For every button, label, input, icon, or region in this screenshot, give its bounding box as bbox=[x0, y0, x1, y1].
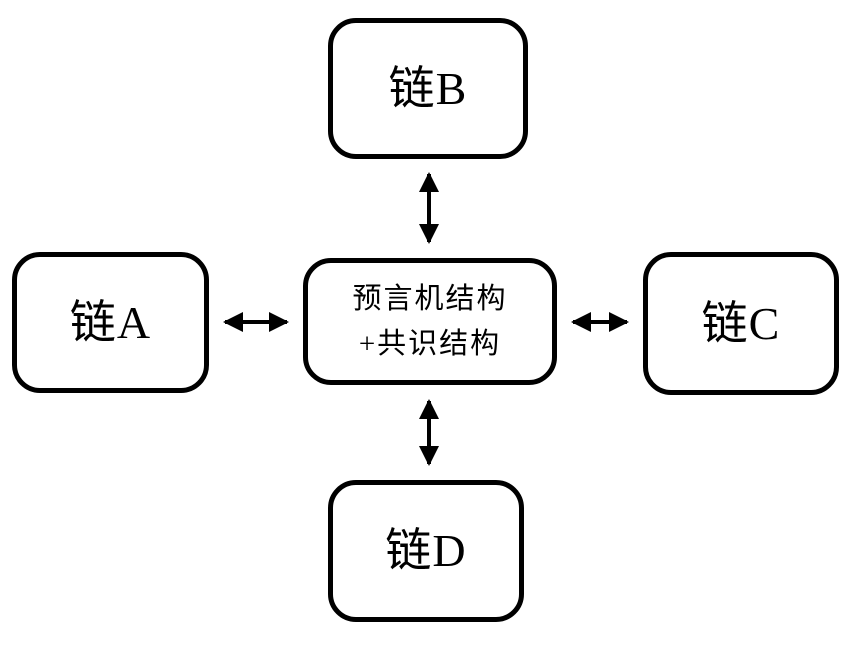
node-chain-d-label: 链D bbox=[385, 525, 467, 576]
node-chain-a: 链A bbox=[12, 252, 209, 393]
node-chain-b-label: 链B bbox=[388, 62, 468, 114]
node-chain-d: 链D bbox=[328, 480, 524, 622]
center-label-line1: 预言机结构 bbox=[352, 282, 508, 315]
node-oracle-consensus-center: 预言机结构 +共识结构 bbox=[303, 258, 557, 385]
node-chain-b: 链B bbox=[328, 18, 528, 159]
node-chain-c: 链C bbox=[643, 252, 839, 395]
node-chain-c-label: 链C bbox=[701, 297, 781, 349]
node-chain-a-label: 链A bbox=[69, 296, 152, 348]
center-label-line2: +共识结构 bbox=[358, 327, 502, 360]
